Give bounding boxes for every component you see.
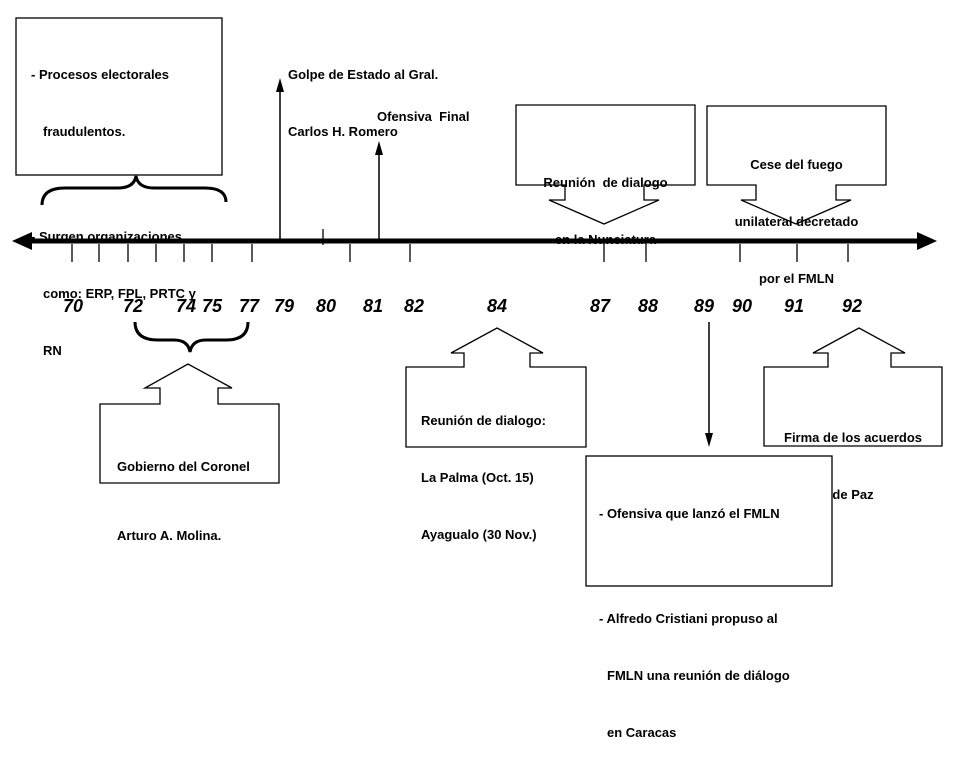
nunciatura-callout: [515, 104, 696, 225]
procesos-item1-line1: - Procesos electorales: [31, 67, 170, 82]
procesos-item2-line3: RN: [43, 343, 62, 358]
molina-line1: Gobierno del Coronel: [117, 459, 250, 474]
golpe-arrow: [276, 78, 284, 241]
nunciatura-line2: en la Nunciatura: [554, 232, 657, 247]
year-label: 81: [362, 296, 384, 316]
ofensiva-fmln-box: [585, 455, 833, 587]
ofensiva-fmln-item2-line1: - Alfredo Cristiani propuso al: [599, 611, 778, 626]
year-label: 91: [783, 296, 805, 316]
palma-text: Reunión de dialogo: La Palma (Oct. 15) A…: [421, 373, 546, 563]
right-arrowhead-icon: [917, 232, 937, 250]
year-label: 88: [637, 296, 659, 316]
ofensiva-fmln-item2-line3: en Caracas: [607, 725, 677, 740]
cese-line1: Cese del fuego: [750, 157, 843, 172]
year-label: 75: [201, 296, 223, 316]
procesos-item2-line2: como: ERP, FPL, PRTC y: [43, 286, 196, 301]
golpe-line1: Golpe de Estado al Gral.: [288, 67, 439, 82]
palma-line1: Reunión de dialogo:: [421, 413, 546, 428]
ofensiva-final-label: Ofensiva Final: [377, 109, 470, 124]
palma-callout: [405, 327, 587, 448]
year-label: 90: [731, 296, 753, 316]
palma-line2: La Palma (Oct. 15): [421, 470, 534, 485]
ofensiva-fmln-text: - Ofensiva que lanzó el FMLN - Alfredo C…: [599, 466, 790, 761]
timeline-ticks: [71, 229, 849, 262]
molina-text: Gobierno del Coronel Arturo A. Molina.: [117, 409, 250, 570]
nunciatura-line1: Reunión de dialogo: [543, 175, 668, 190]
year-label: 77: [238, 296, 260, 316]
timeline-axis: [12, 232, 937, 250]
ofensiva-fmln-item1: - Ofensiva que lanzó el FMLN: [599, 506, 780, 521]
golpe-line2: Carlos H. Romero: [288, 124, 398, 139]
year-label: 74: [175, 296, 197, 316]
nunciatura-text: Reunión de dialogo en la Nunciatura: [516, 135, 695, 268]
cese-line2: unilateral decretado: [734, 214, 859, 229]
year-label: 70: [62, 296, 84, 316]
cese-callout: [706, 105, 887, 225]
year-label: 72: [122, 296, 144, 316]
year-label: 79: [273, 296, 295, 316]
molina-callout: [99, 363, 280, 484]
cese-text: Cese del fuego unilateral decretado por …: [707, 117, 886, 307]
year-label: 84: [486, 296, 508, 316]
year-label: 87: [589, 296, 611, 316]
left-arrowhead-icon: [12, 232, 32, 250]
year-label: 92: [841, 296, 863, 316]
year-label: 80: [315, 296, 337, 316]
paz-callout: [763, 327, 943, 447]
ofensiva-final-arrow: [375, 141, 383, 241]
golpe-label: Golpe de Estado al Gral. Carlos H. Romer…: [288, 27, 438, 160]
palma-line3: Ayagualo (30 Nov.): [421, 527, 537, 542]
cese-line3: por el FMLN: [758, 271, 835, 286]
ofensiva-fmln-arrow: [705, 322, 713, 447]
year-label: 89: [693, 296, 715, 316]
procesos-item1-line2: fraudulentos.: [43, 124, 126, 139]
brace-1970s: [40, 175, 228, 206]
year-label: 82: [403, 296, 425, 316]
procesos-text: - Procesos electorales fraudulentos. - S…: [31, 27, 196, 379]
procesos-item2-line1: - Surgen organizaciones: [31, 229, 182, 244]
molina-line2: Arturo A. Molina.: [117, 528, 222, 543]
brace-molina: [133, 321, 250, 353]
ofensiva-fmln-item2-line2: FMLN una reunión de diálogo: [607, 668, 790, 683]
procesos-box: [15, 17, 223, 176]
paz-line1: Firma de los acuerdos: [784, 430, 922, 445]
paz-text: Firma de los acuerdos de Paz: [764, 390, 942, 523]
paz-line2: de Paz: [832, 487, 874, 502]
timeline-diagram: [12, 17, 943, 587]
